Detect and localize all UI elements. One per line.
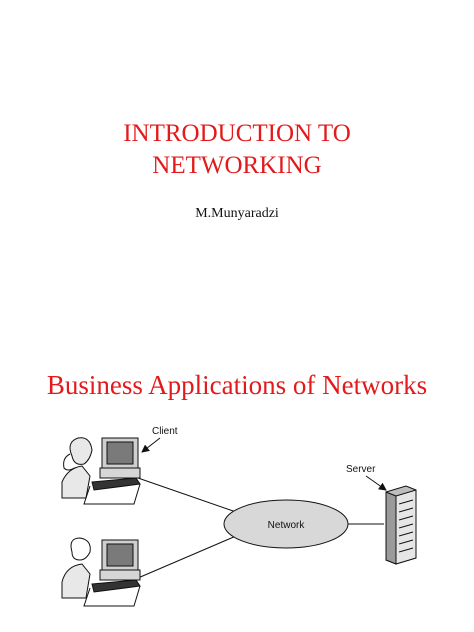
network-label: Network bbox=[268, 520, 306, 531]
slide-title: INTRODUCTION TO NETWORKING bbox=[0, 118, 474, 182]
slide-heading: Business Applications of Networks bbox=[46, 370, 428, 400]
title-slide: INTRODUCTION TO NETWORKING M.Munyaradzi bbox=[0, 118, 474, 221]
slide-title-line-1: INTRODUCTION TO bbox=[123, 120, 351, 147]
network-cloud-icon bbox=[223, 499, 349, 549]
author-name: M.Munyaradzi bbox=[195, 206, 279, 221]
server-icon bbox=[385, 485, 417, 565]
client-label-pointer bbox=[141, 437, 161, 453]
client-server-diagram: Network Client bbox=[0, 420, 474, 632]
network-diagram-svg: Network Client bbox=[61, 426, 417, 607]
server-label-pointer bbox=[365, 475, 387, 491]
client-label: Client bbox=[152, 426, 178, 437]
client-workstation-1-icon bbox=[61, 437, 141, 505]
line-client1-network bbox=[137, 477, 237, 513]
content-slide: Business Applications of Networks Networ… bbox=[0, 320, 474, 632]
client-workstation-2-icon bbox=[61, 537, 141, 607]
server-label: Server bbox=[346, 464, 376, 475]
slide-title-line-2: NETWORKING bbox=[152, 152, 322, 179]
line-client2-network bbox=[137, 535, 237, 579]
